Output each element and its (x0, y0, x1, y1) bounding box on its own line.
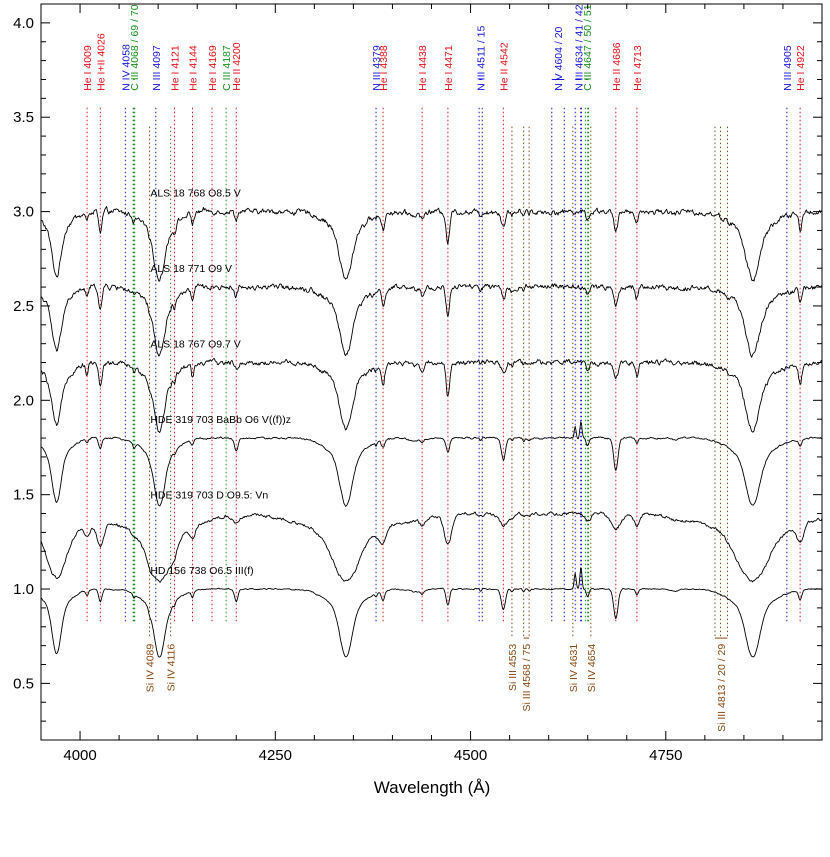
star-label: HDE 319 703 D O9.5: Vn (150, 489, 268, 501)
line-id-label: N III 4511 / 15 (476, 25, 488, 90)
y-tick-label: 4.0 (13, 15, 34, 32)
line-id-label: He I 4169 (207, 45, 219, 91)
y-tick-label: 3.0 (13, 204, 34, 221)
spectra-layer (40, 206, 823, 658)
line-id-label: N III 4634 / 41 / 42 (573, 4, 585, 91)
line-id-label: Si IV 4631 (568, 644, 580, 693)
spectrum-line (40, 567, 823, 658)
line-id-label: C III 4647 / 50 / 51 (582, 4, 594, 91)
y-tick-label: 0.5 (13, 675, 34, 692)
y-tick-label: 2.5 (13, 298, 34, 315)
line-id-label: Si IV 4116 (166, 644, 178, 692)
x-tick-label: 4750 (649, 747, 682, 764)
y-tick-label: 3.5 (13, 109, 34, 126)
line-id-label: He I 4713 (632, 45, 644, 91)
line-id-label: C III 4187 (221, 45, 233, 91)
line-id-label: He I 4388 (378, 45, 390, 91)
spectrum-line (40, 511, 823, 583)
line-id-label: He I 4471 (443, 45, 455, 91)
line-id-label: Si IV 4089 (145, 644, 157, 693)
x-axis-label: Wavelength (Å) (374, 778, 491, 797)
line-id-label: N III 4379 (371, 45, 383, 91)
line-id-label: N III 4097 (151, 45, 163, 91)
line-id-label: He I+II 4026 (95, 33, 107, 91)
line-id-label: N V 4604 / 20 (553, 26, 565, 90)
line-id-label: He I 4121 (170, 45, 182, 91)
spectrum-line (40, 206, 823, 282)
line-id-label: He I 4438 (417, 45, 429, 91)
spectrum-line (40, 358, 823, 433)
x-tick-label: 4000 (63, 747, 96, 764)
line-id-label: He I 4922 (795, 45, 807, 91)
line-id-label: Si IV 4654 (586, 644, 598, 693)
line-id-label: N IV 4058 (120, 44, 132, 91)
line-id-label: He I 4009 (82, 45, 94, 91)
star-labels-layer: ALS 18 768 O8.5 V ALS 18 771 O9 V ALS 18 7… (150, 187, 291, 576)
line-id-label: C III 4068 / 69 / 70 (129, 4, 141, 91)
x-tick-label: 4500 (454, 747, 487, 764)
spectrum-line (40, 283, 823, 358)
line-id-label: Si III 4553 (507, 644, 519, 691)
x-tick-label: 4250 (259, 747, 292, 764)
line-id-label: N III 4905 (782, 45, 794, 91)
line-id-label: He I 4144 (188, 45, 200, 91)
line-id-label: Si III 4813 / 20 / 29 (716, 644, 728, 732)
line-id-label: Si III 4568 / 75 (521, 644, 533, 712)
line-id-label: He II 4542 (498, 42, 510, 91)
line-id-label: He II 4686 (611, 42, 623, 91)
y-tick-label: 1.0 (13, 581, 34, 598)
star-label: HD 156 738 O6.5 III(f) (150, 565, 253, 577)
y-tick-label: 2.0 (13, 392, 34, 409)
line-id-label: He II 4200 (231, 42, 243, 91)
star-label: ALS 18 771 O9 V (150, 263, 232, 275)
y-tick-label: 1.5 (13, 487, 34, 504)
axes-layer: 4000 4250 4500 4750 0.5 1.0 1.5 2.0 2.5 3.0 3.5 4.0 (13, 4, 823, 764)
star-label: HDE 319 703 BaBb O6 V((f))z (150, 414, 291, 426)
spectrum-line (40, 421, 823, 507)
star-label: ALS 18 767 O9.7 V (150, 338, 240, 350)
star-label: ALS 18 768 O8.5 V (150, 187, 240, 199)
